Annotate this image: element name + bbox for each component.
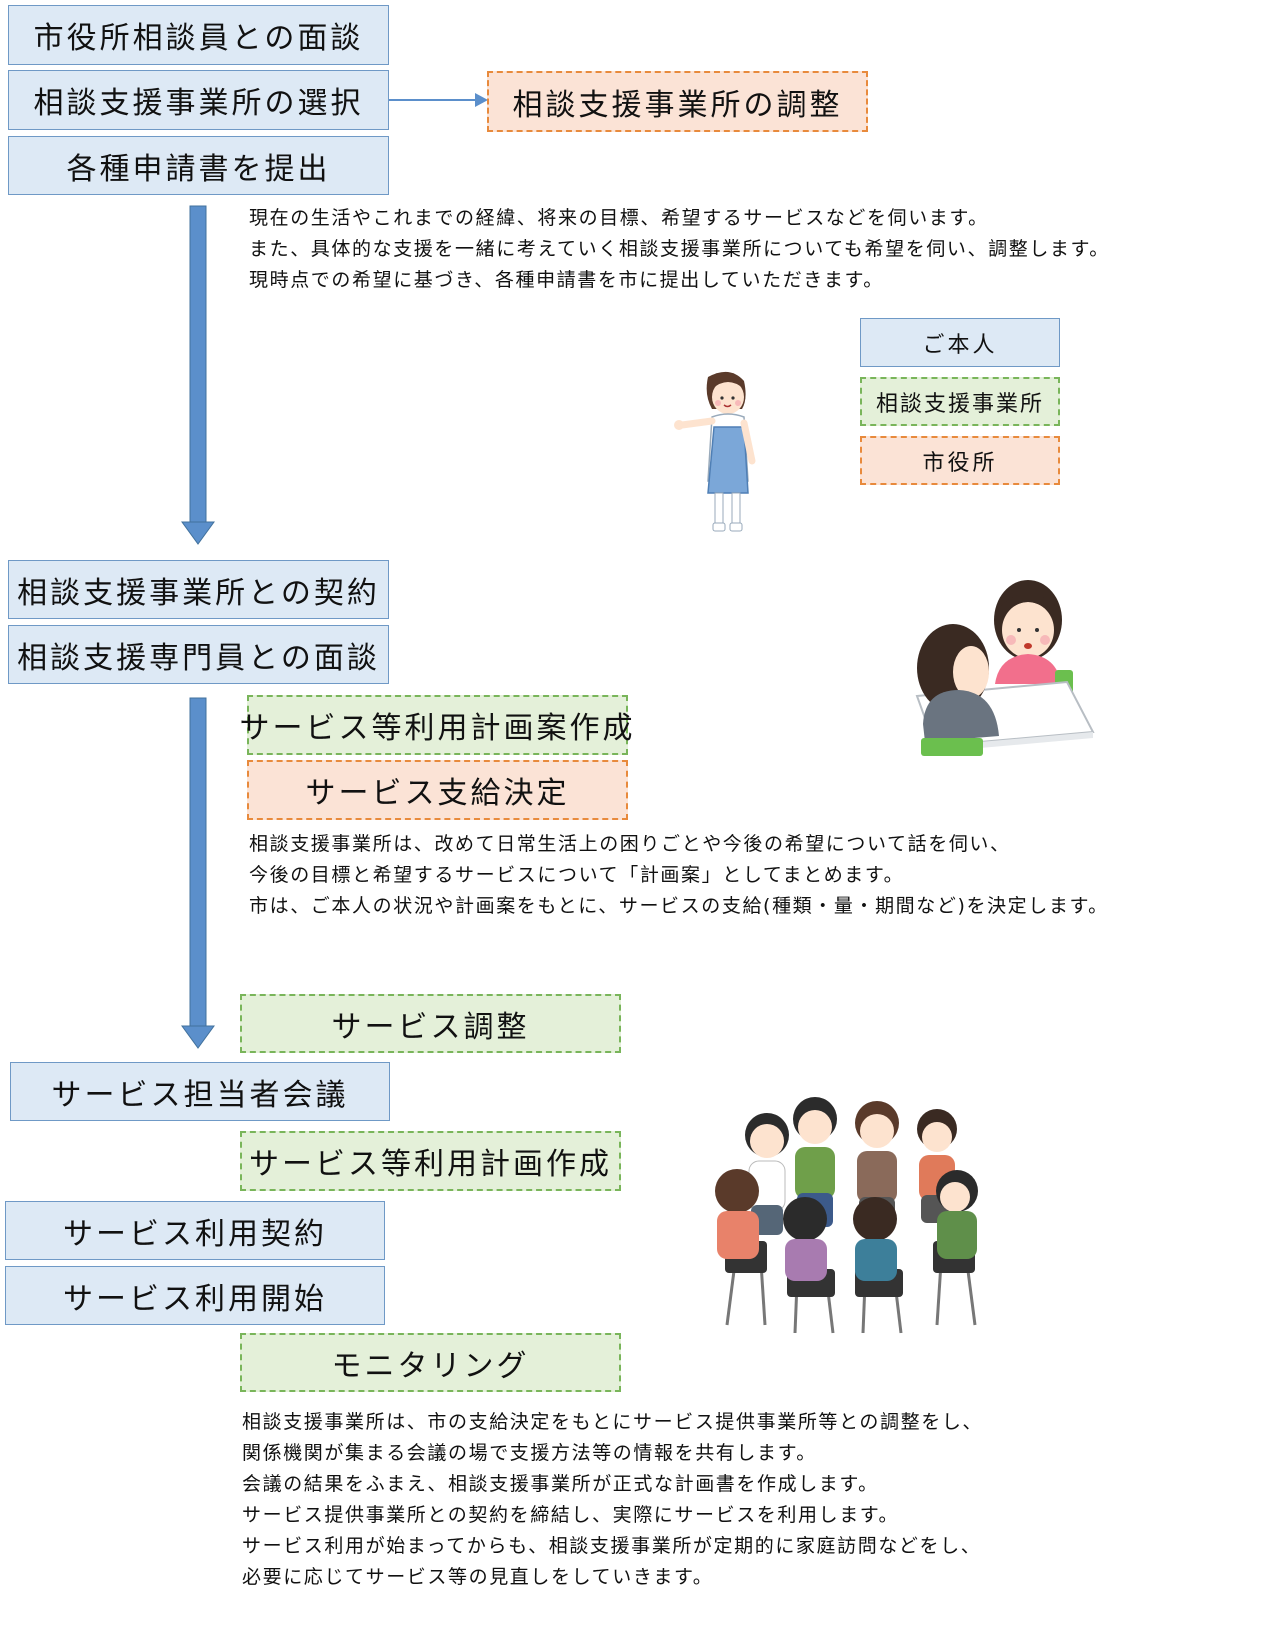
step-service-coordination: サービス調整: [240, 994, 621, 1053]
step-staff-meeting-label: サービス担当者会議: [51, 1077, 349, 1113]
step1-description-line: また、具体的な支援を一緒に考えていく相談支援事業所についても希望を伺い、調整しま…: [249, 238, 1110, 260]
step-staff-meeting: サービス担当者会議: [10, 1062, 390, 1121]
legend-office-label: 相談支援事業所: [875, 391, 1044, 417]
step3-description-line: 関係機関が集まる会議の場で支援方法等の情報を共有します。: [242, 1442, 817, 1464]
legend-office: 相談支援事業所: [860, 377, 1060, 426]
step1-description-line: 現時点での希望に基づき、各種申請書を市に提出していただきます。: [249, 269, 884, 291]
nurse-illustration: [674, 371, 756, 532]
step-interview-specialist: 相談支援専門員との面談: [8, 625, 389, 684]
two-women-interview-illustration: [915, 580, 1095, 756]
step1-description-line: 現在の生活やこれまでの経緯、将来の目標、希望するサービスなどを伺います。: [249, 207, 989, 229]
step-final-plan: サービス等利用計画作成: [240, 1131, 621, 1191]
step-submit-applications: 各種申請書を提出: [8, 136, 389, 195]
legend-self-label: ご本人: [922, 332, 998, 358]
step-use-contract: サービス利用契約: [5, 1201, 385, 1260]
step-coordination-label: 相談支援事業所の調整: [512, 87, 843, 123]
step-interview-specialist-label: 相談支援専門員との面談: [17, 640, 380, 676]
step3-description-line: 会議の結果をふまえ、相談支援事業所が正式な計画書を作成します。: [242, 1473, 879, 1495]
step3-description-line: 必要に応じてサービス等の見直しをしていきます。: [242, 1566, 714, 1588]
flow-arrow-down: [181, 205, 215, 545]
step-service-coordination-label: サービス調整: [331, 1009, 530, 1045]
step3-description: 相談支援事業所は、市の支給決定をもとにサービス提供事業所等との調整をし、 関係機…: [242, 1407, 983, 1593]
step2-description-line: 今後の目標と希望するサービスについて「計画案」としてまとめます。: [249, 864, 905, 886]
step-interview-city: 市役所相談員との面談: [8, 5, 389, 65]
step-benefit-decision-label: サービス支給決定: [305, 776, 570, 811]
step-contract-office: 相談支援事業所との契約: [8, 560, 389, 619]
legend-city: 市役所: [860, 436, 1060, 485]
step-draft-plan-label: サービス等利用計画案作成: [239, 711, 636, 746]
legend-city-label: 市役所: [922, 450, 998, 476]
step-use-start: サービス利用開始: [5, 1266, 385, 1325]
flow-arrow-down: [181, 697, 215, 1049]
step-draft-plan: サービス等利用計画案作成: [240, 695, 633, 755]
step3-description-line: 相談支援事業所は、市の支給決定をもとにサービス提供事業所等との調整をし、: [242, 1411, 984, 1433]
step-contract-office-label: 相談支援事業所との契約: [17, 575, 380, 611]
step-interview-city-label: 市役所相談員との面談: [33, 21, 364, 56]
step2-description-line: 市は、ご本人の状況や計画案をもとに、サービスの支給(種類・量・期間など)を決定し…: [249, 895, 1109, 917]
step-use-contract-label: サービス利用契約: [63, 1216, 327, 1252]
step-coordination: 相談支援事業所の調整: [487, 71, 868, 132]
step1-description: 現在の生活やこれまでの経緯、将来の目標、希望するサービスなどを伺います。 また、…: [249, 203, 1110, 296]
step-benefit-decision: サービス支給決定: [247, 760, 628, 820]
step-submit-applications-label: 各種申請書を提出: [66, 151, 331, 187]
step-final-plan-label: サービス等利用計画作成: [249, 1147, 612, 1182]
step-use-start-label: サービス利用開始: [63, 1281, 327, 1317]
step2-description: 相談支援事業所は、改めて日常生活上の困りごとや今後の希望について話を伺い、 今後…: [249, 829, 1109, 922]
step-monitoring-label: モニタリング: [331, 1348, 530, 1384]
connector-arrow: [389, 93, 488, 107]
group-meeting-illustration: [715, 1097, 978, 1334]
step2-description-line: 相談支援事業所は、改めて日常生活上の困りごとや今後の希望について話を伺い、: [249, 833, 1011, 855]
step3-description-line: サービス利用が始まってからも、相談支援事業所が定期的に家庭訪問などをし、: [242, 1535, 982, 1557]
step-monitoring: モニタリング: [240, 1333, 621, 1392]
step3-description-line: サービス提供事業所との契約を締結し、実際にサービスを利用します。: [242, 1504, 900, 1526]
step-select-office: 相談支援事業所の選択: [8, 70, 389, 130]
legend-self: ご本人: [860, 318, 1060, 367]
step-select-office-label: 相談支援事業所の選択: [33, 86, 364, 121]
